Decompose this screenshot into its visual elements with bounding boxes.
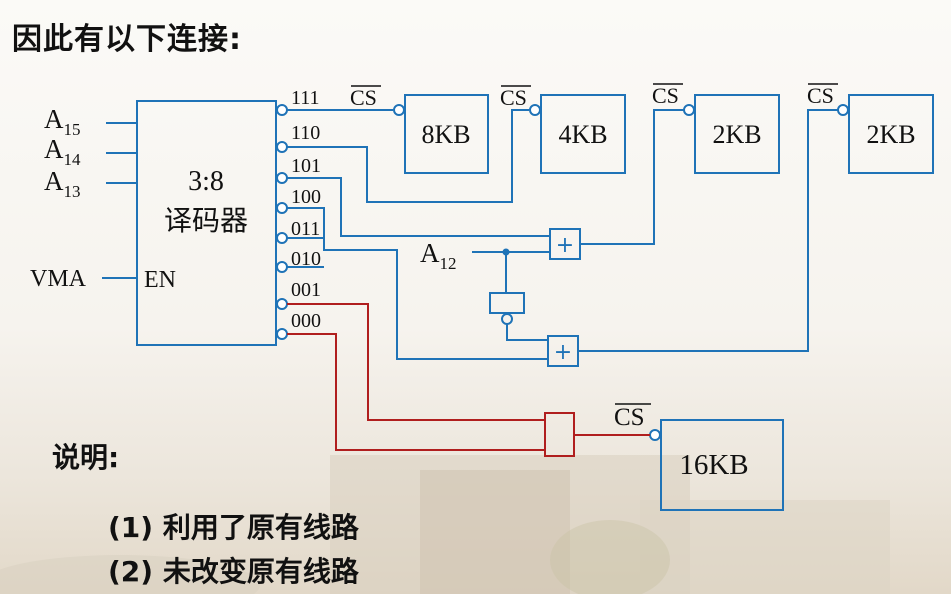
input-a13: A13 (44, 166, 81, 201)
chip-16kb-label: 16KB (679, 449, 748, 481)
note-item-2: (2) 未改变原有线路 (108, 555, 359, 588)
inverter-box (489, 292, 525, 314)
chip-2kb-a-box (694, 94, 780, 174)
output-label: 110 (291, 122, 320, 144)
and-gate-16kb (544, 412, 575, 457)
decoder-box (136, 100, 277, 346)
chip-8kb-label: 8KB (421, 120, 470, 149)
page-title: 因此有以下连接: (12, 22, 242, 57)
notes-heading: 说明: (52, 441, 120, 474)
output-label: 100 (291, 186, 321, 208)
output-label: 001 (291, 279, 321, 301)
chip-4kb-label: 4KB (558, 120, 607, 149)
output-label: 000 (291, 310, 321, 332)
cs-label: CS (652, 83, 679, 108)
chip-8kb-box (404, 94, 489, 174)
decoder-name-2: 译码器 (164, 204, 248, 237)
or-gate-1-symbol: + (556, 233, 574, 258)
chip-2kb-b-label: 2KB (866, 120, 915, 149)
output-label: 011 (291, 218, 320, 240)
chip-2kb-a-label: 2KB (712, 120, 761, 149)
output-label: 010 (291, 248, 321, 270)
decoder-enable-label: EN (144, 267, 176, 293)
decoder-name-1: 3:8 (188, 166, 224, 197)
input-vma: VMA (30, 266, 87, 292)
cs-label: CS (350, 85, 377, 110)
chip-2kb-b-box (848, 94, 934, 174)
input-a15: A15 (44, 104, 81, 139)
input-a12: A12 (420, 238, 457, 273)
cs-label: CS (500, 85, 527, 110)
cs-label: CS (807, 83, 834, 108)
output-label: 101 (291, 155, 321, 177)
cs-label: CS (614, 404, 645, 431)
chip-4kb-box (540, 94, 626, 174)
note-item-1: (1) 利用了原有线路 (108, 511, 359, 544)
or-gate-2-symbol: + (554, 340, 572, 365)
output-label: 111 (291, 87, 320, 109)
chip-16kb-box (660, 419, 784, 511)
input-a14: A14 (44, 134, 81, 169)
